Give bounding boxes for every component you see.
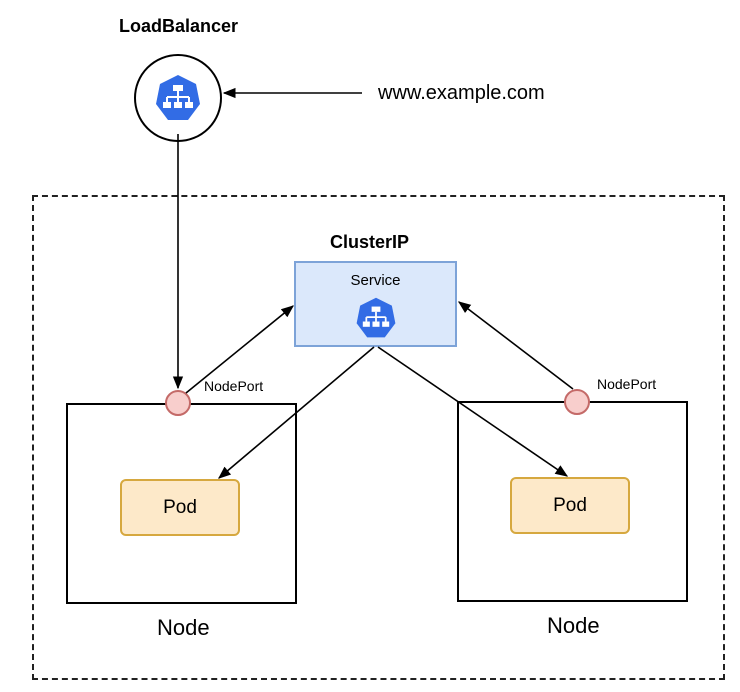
kubernetes-service-icon [356, 297, 396, 338]
arrow-service-to-pod-left [218, 346, 375, 479]
arrow-nodeport-to-service-right [457, 301, 574, 390]
pod-right[interactable]: Pod [510, 477, 630, 534]
pod-left[interactable]: Pod [120, 479, 240, 536]
arrow-service-to-pod-right [377, 346, 569, 477]
external-url: www.example.com [378, 82, 545, 104]
nodeport-label-left: NodePort [204, 378, 264, 394]
nodeport-right[interactable] [564, 389, 590, 415]
pod-label: Pod [553, 494, 587, 516]
service-box[interactable]: Service [294, 261, 457, 347]
arrow-nodeport-to-service-left [185, 305, 294, 394]
nodeport-label-right: NodePort [597, 376, 657, 392]
kubernetes-service-icon [156, 75, 200, 120]
node-label-right: Node [547, 613, 600, 638]
cluster-boundary [32, 195, 725, 680]
loadbalancer-node[interactable] [134, 54, 222, 142]
pod-label: Pod [163, 496, 197, 518]
service-label: Service [350, 272, 401, 289]
node-label-left: Node [157, 615, 210, 640]
clusterip-title: ClusterIP [330, 232, 410, 252]
nodeport-left[interactable] [165, 390, 191, 416]
loadbalancer-title: LoadBalancer [119, 16, 239, 36]
